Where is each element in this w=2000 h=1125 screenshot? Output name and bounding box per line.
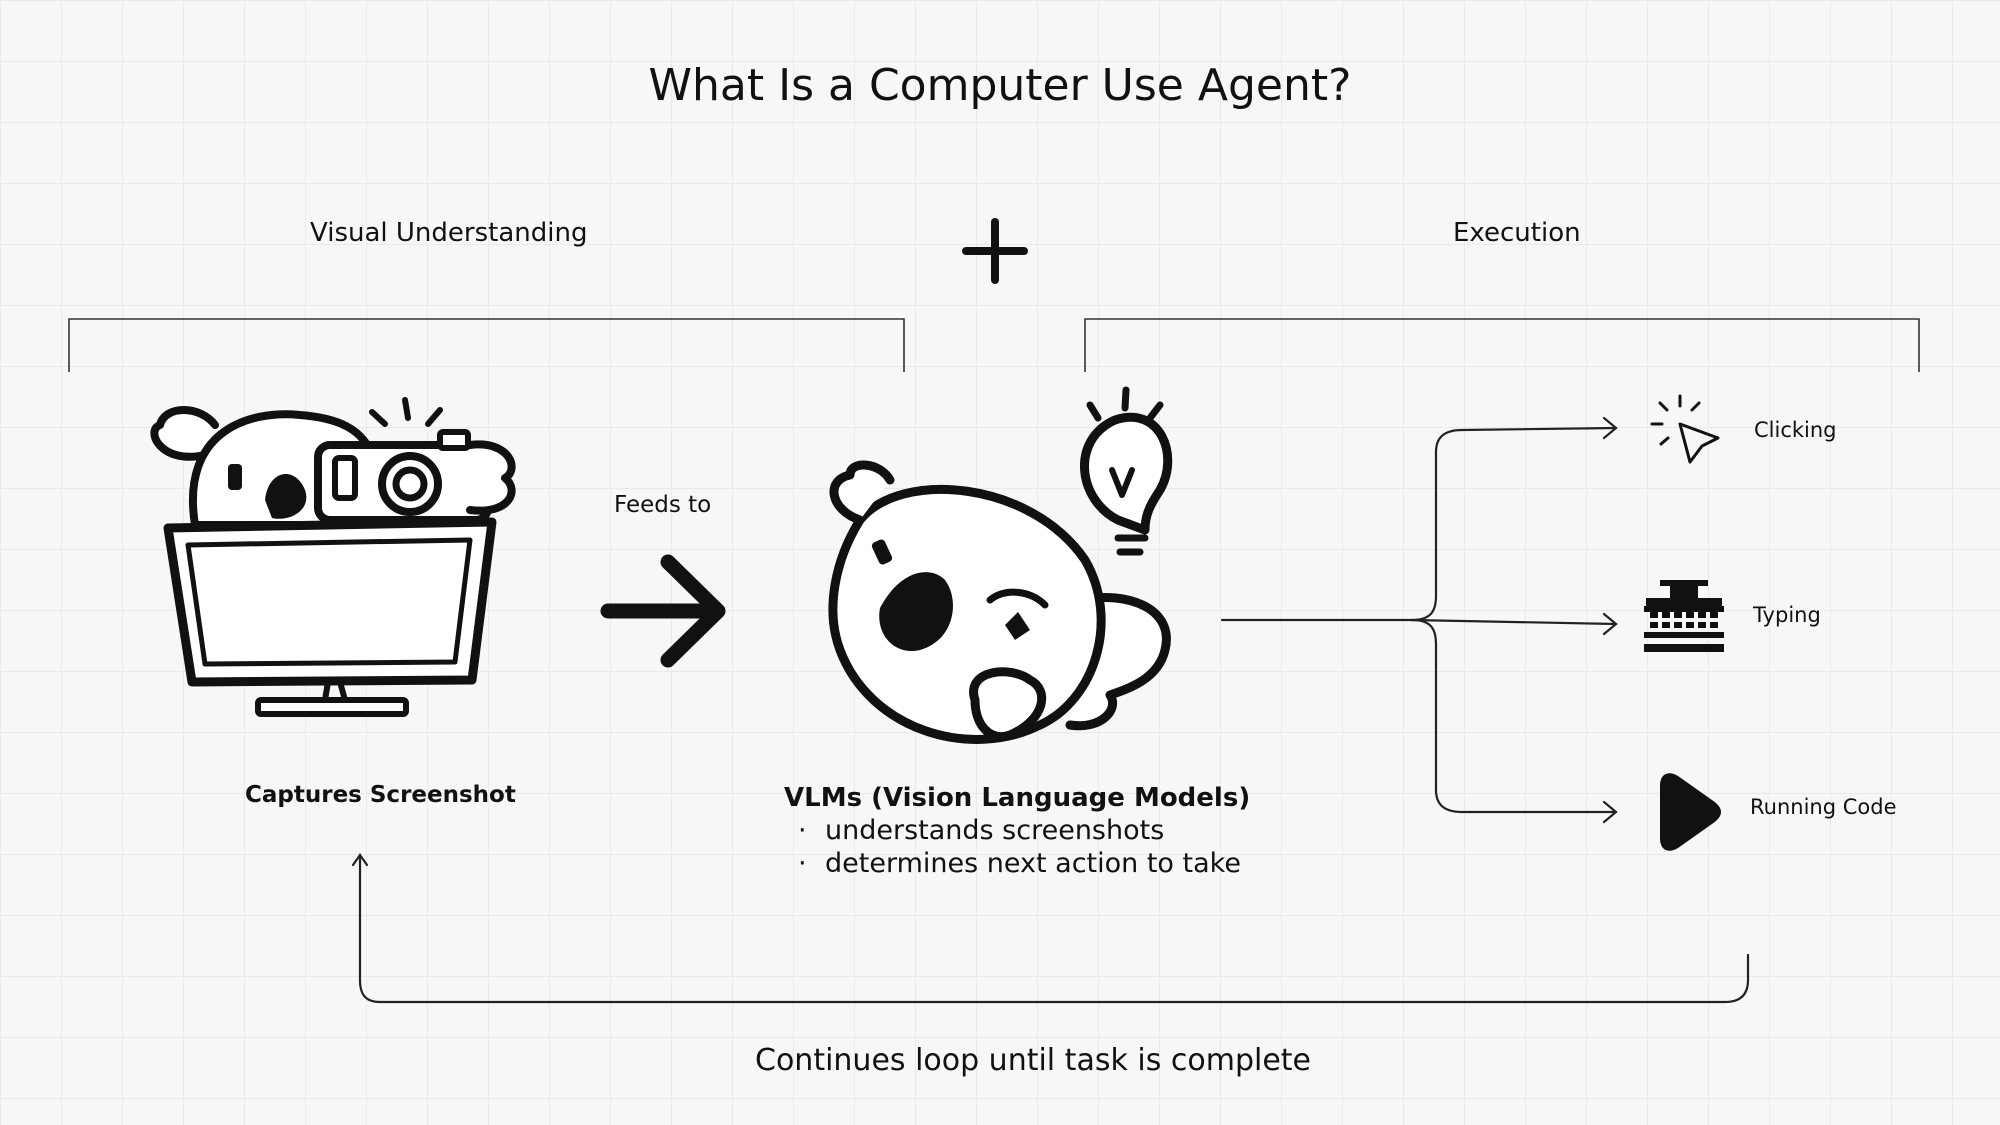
loop-connector xyxy=(351,853,1750,1004)
vlm-title: VLMs (Vision Language Models) xyxy=(784,783,1251,813)
play-icon xyxy=(1660,773,1721,851)
action-label-running-code: Running Code xyxy=(1750,795,1897,819)
cursor-click-icon xyxy=(1650,394,1720,464)
feeds-arrow-icon xyxy=(600,554,726,668)
action-label-typing: Typing xyxy=(1753,603,1821,627)
typewriter-icon xyxy=(1644,580,1724,652)
koala-thinking-icon xyxy=(828,386,1173,744)
koala-camera-icon xyxy=(150,397,516,717)
branch-connector xyxy=(1220,416,1618,824)
vlm-bullet: determines next action to take xyxy=(798,848,1241,879)
bracket-right xyxy=(1084,318,1920,372)
page-title: What Is a Computer Use Agent? xyxy=(648,60,1352,111)
action-label-clicking: Clicking xyxy=(1754,418,1837,442)
vlm-bullet: understands screenshots xyxy=(798,815,1164,846)
bracket-left xyxy=(68,318,905,372)
feeds-to-label: Feeds to xyxy=(614,492,712,518)
loop-label: Continues loop until task is complete xyxy=(755,1043,1311,1078)
section-label-visual-understanding: Visual Understanding xyxy=(310,218,588,248)
plus-icon xyxy=(962,218,1028,284)
section-label-execution: Execution xyxy=(1453,218,1581,248)
capture-screenshot-label: Captures Screenshot xyxy=(245,782,516,808)
